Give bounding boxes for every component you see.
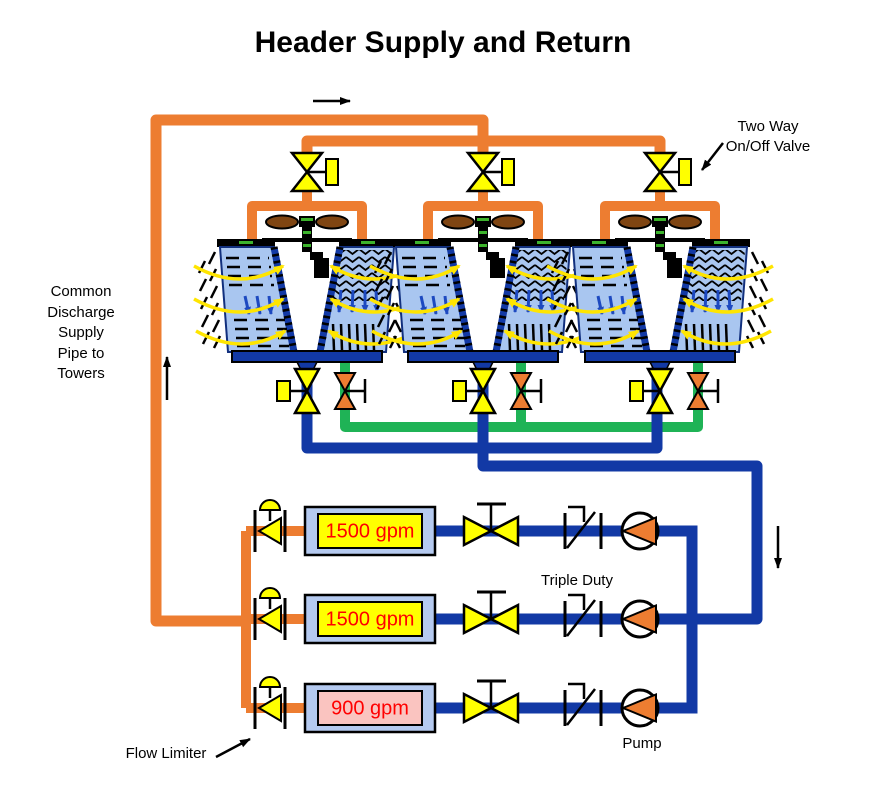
pump-label: Pump [622,735,662,752]
flow-limiter-pointer-arrow-icon [215,737,251,759]
cooling-tower-2 [370,153,596,413]
two-way-valve-label: Two Way On/Off Valve [725,118,811,155]
flow-meter-value-1: 1500 gpm [325,520,415,543]
flow-meter-value-3: 900 gpm [331,697,409,720]
cooling-tower-3 [547,153,773,413]
flow-meter-value-2: 1500 gpm [325,608,415,631]
page-title: Header Supply and Return [254,26,632,59]
common-discharge-label: Common Discharge Supply Pipe to Towers [47,283,115,382]
triple-duty-label: Triple Duty [541,572,613,589]
cooling-tower-1 [194,153,420,413]
flow-limiter-label: Flow Limiter [125,745,207,762]
two-way-valve-pointer-arrow-icon [701,142,724,171]
